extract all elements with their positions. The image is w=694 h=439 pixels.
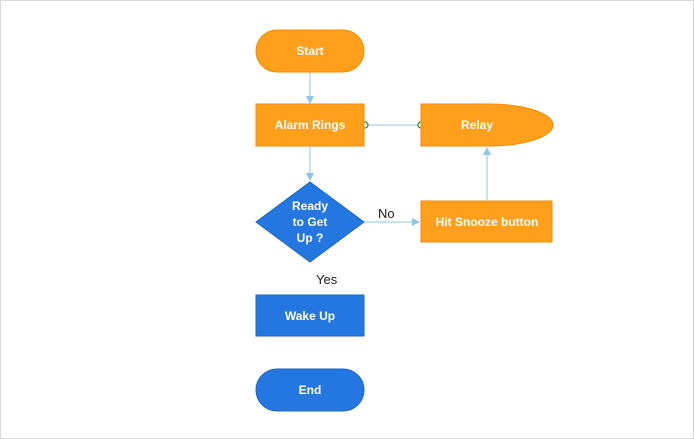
ready-decision-node[interactable]	[255, 181, 365, 263]
wake-up-node[interactable]	[255, 294, 365, 337]
relay-label: Relay	[461, 118, 493, 132]
snooze-node[interactable]	[420, 200, 553, 243]
ready-label-line1: Ready	[292, 199, 328, 213]
alarm-rings-label: Alarm Rings	[275, 118, 346, 132]
edge-label-yes: Yes	[316, 272, 338, 287]
end-node[interactable]	[255, 368, 365, 412]
relay-node[interactable]	[420, 103, 554, 147]
ready-label-line2: to Get	[293, 215, 328, 229]
snooze-label: Hit Snooze button	[436, 215, 539, 229]
ready-label-line3: Up ?	[297, 231, 324, 245]
edge-label-no: No	[378, 206, 395, 221]
end-label: End	[299, 383, 322, 397]
start-label: Start	[296, 44, 323, 58]
start-node[interactable]	[255, 29, 365, 73]
alarm-rings-node[interactable]	[255, 103, 365, 147]
wake-up-label: Wake Up	[285, 309, 335, 323]
